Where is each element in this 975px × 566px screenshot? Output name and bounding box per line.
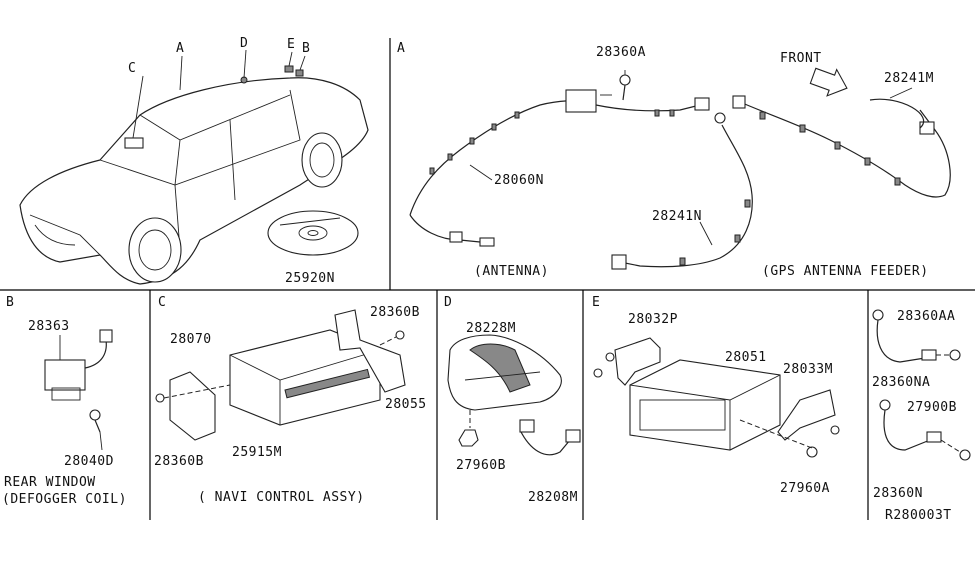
gps-unit [593,337,840,458]
gps-clips [679,111,901,266]
section-a-letter: A [397,41,406,56]
section-c-letter: C [158,295,167,310]
callout-b: B [302,41,311,56]
section-d-letter: D [444,295,453,310]
part-28360B-upper: 28360B [370,305,420,320]
part-28033M: 28033M [783,362,833,377]
part-28051: 28051 [725,350,767,365]
callout-c: C [128,61,137,76]
caption-defogger-coil: (DEFOGGER COIL) [2,492,127,507]
part-28360NA: 28360NA [872,375,931,390]
part-28360B-lower: 28360B [154,454,204,469]
part-27960A: 27960A [780,481,830,496]
navi-control-unit [155,309,406,441]
section-e-letter: E [592,295,601,310]
part-27960B: 27960B [456,458,506,473]
harness-clips [429,109,675,175]
part-28241N: 28241N [652,209,702,224]
part-28363: 28363 [28,319,70,334]
caption-navi-control-assy: ( NAVI CONTROL ASSY) [198,490,365,505]
part-28070: 28070 [170,332,212,347]
callout-e: E [287,37,296,52]
car-illustration [19,49,369,285]
part-28360A: 28360A [596,45,646,60]
caption-rear-window: REAR WINDOW [4,475,96,490]
part-27900B: 27900B [907,400,957,415]
callout-a: A [176,41,185,56]
caption-antenna: (ANTENNA) [474,264,549,279]
cd-disc [267,210,359,256]
callout-d: D [240,36,249,51]
part-28040D: 28040D [64,454,114,469]
section-b-letter: B [6,295,15,310]
section-a-leaders [469,70,913,246]
ground-cables [872,309,971,461]
antenna-harness [409,74,710,247]
diagram-code: R280003T [885,508,952,523]
part-25915M: 25915M [232,445,282,460]
part-28055: 28055 [385,397,427,412]
part-28032P: 28032P [628,312,678,327]
part-28228M: 28228M [466,321,516,336]
caption-gps-antenna-feeder: (GPS ANTENNA FEEDER) [762,264,929,279]
part-28360AA: 28360AA [897,309,956,324]
front-label: FRONT [780,51,822,66]
defogger-coil [44,329,113,451]
part-28241M: 28241M [884,71,934,86]
part-25920N: 25920N [285,271,335,286]
section-dividers [0,38,975,520]
part-28208M: 28208M [528,490,578,505]
shark-fin-antenna [447,334,581,456]
part-28360N: 28360N [873,486,923,501]
part-28060N: 28060N [494,173,544,188]
gps-harness [611,67,951,270]
